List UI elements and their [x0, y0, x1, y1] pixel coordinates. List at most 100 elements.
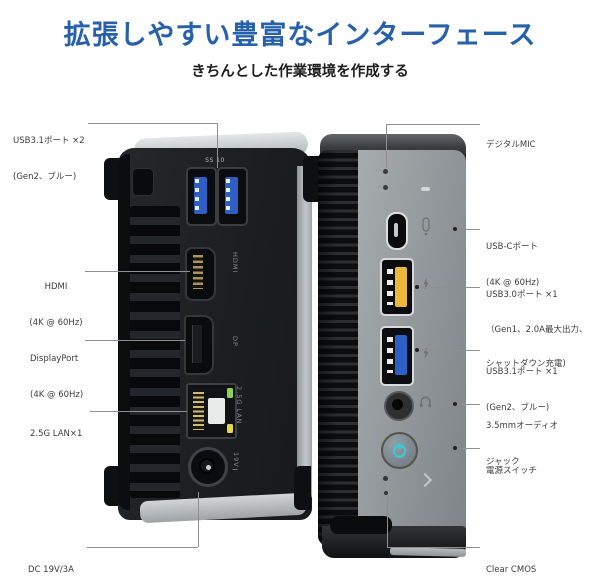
audio-jack — [384, 391, 414, 421]
mount-tab — [294, 466, 311, 510]
displayport-port — [184, 315, 214, 375]
label-line: （Gen1、2.0A最大出力、 — [486, 324, 588, 335]
usb-a-port-charging — [380, 258, 414, 316]
leader-dot — [415, 285, 419, 289]
cmos-pinhole — [384, 491, 388, 495]
side-edge-silver — [297, 166, 312, 504]
lan-led-yellow — [227, 424, 233, 433]
leader-line — [420, 287, 480, 288]
usb-a-port — [217, 167, 248, 226]
usb-c-logo-icon — [421, 217, 431, 237]
lan-led-green — [227, 388, 233, 398]
label-line: 2.5G LAN×1 — [30, 429, 83, 439]
mic-hole — [383, 169, 388, 174]
power-button — [381, 432, 418, 469]
hdmi-port — [185, 247, 216, 301]
leader-line — [217, 123, 218, 168]
usb-ss10-logo: SS 10 — [205, 157, 225, 164]
dc-marking: 19V⎓ — [232, 452, 240, 475]
label-audio: 3.5mmオーディオ ジャック — [486, 396, 558, 480]
usb-tongue — [395, 267, 407, 307]
side-edge — [118, 154, 130, 510]
label-mic: デジタルMIC — [486, 115, 536, 163]
leader-line — [386, 124, 480, 125]
usb-tongue — [194, 177, 207, 214]
cmos-pinhole — [383, 476, 388, 481]
usb-contacts — [387, 337, 393, 373]
lan-clip — [208, 398, 225, 424]
label-dc: DC 19V/3A — [28, 540, 74, 588]
rubber-foot — [330, 516, 392, 534]
leader-line — [88, 123, 217, 124]
leader-line — [90, 411, 187, 412]
label-line: USB3.1ポート ×2 — [13, 136, 85, 146]
label-displayport: DisplayPort (4K @ 60Hz) — [30, 329, 83, 413]
headphone-icon — [419, 396, 432, 408]
usb-c-pin — [394, 223, 398, 237]
leader-line — [85, 271, 190, 272]
label-hdmi: HDMI (4K @ 60Hz) — [12, 257, 100, 341]
dc-jack-pin — [205, 464, 211, 470]
audio-jack-hole — [391, 398, 403, 410]
lan-marking: 2.5G LAN — [235, 386, 243, 425]
label-line: (4K @ 60Hz) — [29, 318, 83, 328]
leader-dot — [453, 446, 457, 450]
kensington-lock-slot — [132, 168, 154, 196]
leader-line — [85, 340, 185, 341]
usb-contacts — [387, 269, 393, 305]
leader-line — [387, 547, 480, 548]
lan-pins — [193, 392, 204, 430]
usb-tongue — [395, 335, 407, 375]
label-cmos: Clear CMOS — [486, 540, 536, 588]
label-usbc: USB-Cポート (4K @ 60Hz) — [486, 217, 539, 301]
label-line: USB3.0ポート ×1 — [486, 290, 558, 300]
mount-tab — [104, 466, 122, 506]
mic-hole — [383, 185, 388, 190]
usb-ss-icon — [422, 347, 430, 359]
page-subtitle: きちんとした作業環境を作成する — [191, 64, 409, 80]
label-line: 電源スイッチ — [486, 466, 538, 476]
dp-marking: DP — [231, 336, 239, 347]
leader-line — [420, 350, 480, 351]
leader-dot — [415, 348, 419, 352]
leader-dot — [453, 227, 457, 231]
leader-line — [458, 448, 480, 449]
leader-line — [387, 497, 388, 547]
dc-jack — [188, 447, 228, 487]
leader-line — [458, 404, 480, 405]
label-power: 電源スイッチ — [486, 441, 537, 489]
label-line: HDMI — [44, 282, 68, 292]
label-usb31: USB3.1ポート ×1 (Gen2、ブルー) — [486, 342, 558, 426]
usb-c-port — [386, 212, 408, 250]
label-line: 3.5mmオーディオ — [486, 421, 558, 431]
mount-tab — [303, 156, 320, 202]
label-line: デジタルMIC — [486, 140, 536, 150]
cooling-vents — [130, 206, 180, 498]
page-title: 拡張しやすい豊富なインターフェース — [63, 20, 537, 51]
label-lan: 2.5G LAN×1 — [30, 404, 82, 452]
label-line: (Gen2、ブルー) — [486, 403, 550, 413]
hdmi-pins — [193, 255, 203, 289]
mount-tab — [104, 158, 122, 200]
label-line: USB3.1ポート ×1 — [486, 367, 558, 377]
label-usb30: USB3.0ポート ×1 （Gen1、2.0A最大出力、 シャットダウン充電) — [486, 267, 587, 382]
usb-tongue — [225, 177, 238, 214]
led-window — [421, 187, 430, 191]
label-line: USB-Cポート — [486, 242, 538, 252]
label-line: DC 19V/3A — [28, 565, 74, 575]
label-usb31x2: USB3.1ポート ×2 (Gen2、ブルー) — [13, 111, 85, 195]
leader-line — [87, 547, 198, 548]
power-icon — [391, 441, 408, 459]
label-line: シャットダウン充電) — [486, 359, 566, 369]
label-line: (4K @ 60Hz) — [486, 278, 540, 288]
leader-line — [458, 229, 480, 230]
lan-port — [186, 383, 237, 439]
leader-line — [386, 124, 387, 168]
label-line: Clear CMOS — [486, 565, 537, 575]
side-grille — [318, 150, 362, 546]
label-line: (4K @ 60Hz) — [30, 390, 84, 400]
charge-bolt-icon — [422, 278, 430, 290]
dp-slot — [192, 325, 202, 363]
hdmi-marking: HDMI — [231, 252, 239, 274]
leader-dot — [453, 402, 457, 406]
